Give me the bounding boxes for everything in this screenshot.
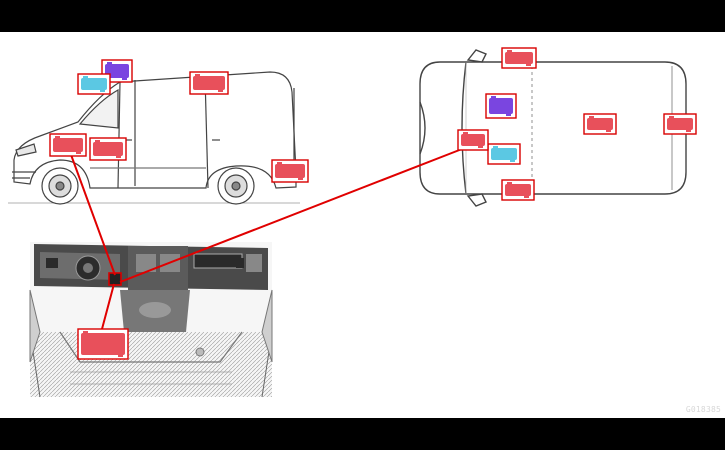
van-side-view: [8, 71, 300, 205]
dashboard-module-interior-marker: [77, 328, 129, 360]
diagram-canvas: G018385: [0, 32, 725, 418]
cabin-interior-view: [29, 242, 273, 398]
engine-bay-module-side-marker: [89, 137, 127, 161]
windscreen-module-top-marker: [487, 143, 521, 165]
figure-reference-code: G018385: [685, 405, 721, 414]
vehicle-diagram: [8, 47, 697, 398]
roof-module-top-marker: [485, 93, 517, 119]
leader-lines: [69, 148, 463, 330]
center-module-top-marker: [583, 113, 617, 135]
rear-module-side-marker: [271, 159, 309, 183]
dashboard-module-side-marker: [49, 133, 87, 157]
dashboard-module-top-marker: [457, 129, 489, 151]
right-side-module-top-marker: [501, 179, 535, 201]
rear-module-top-marker: [663, 113, 697, 135]
windscreen-module-side-marker: [77, 73, 111, 95]
module-markers: [49, 47, 697, 360]
roof-side-module-side-marker: [189, 71, 229, 95]
van-top-view: [419, 49, 687, 207]
left-side-module-top-marker: [501, 47, 537, 69]
